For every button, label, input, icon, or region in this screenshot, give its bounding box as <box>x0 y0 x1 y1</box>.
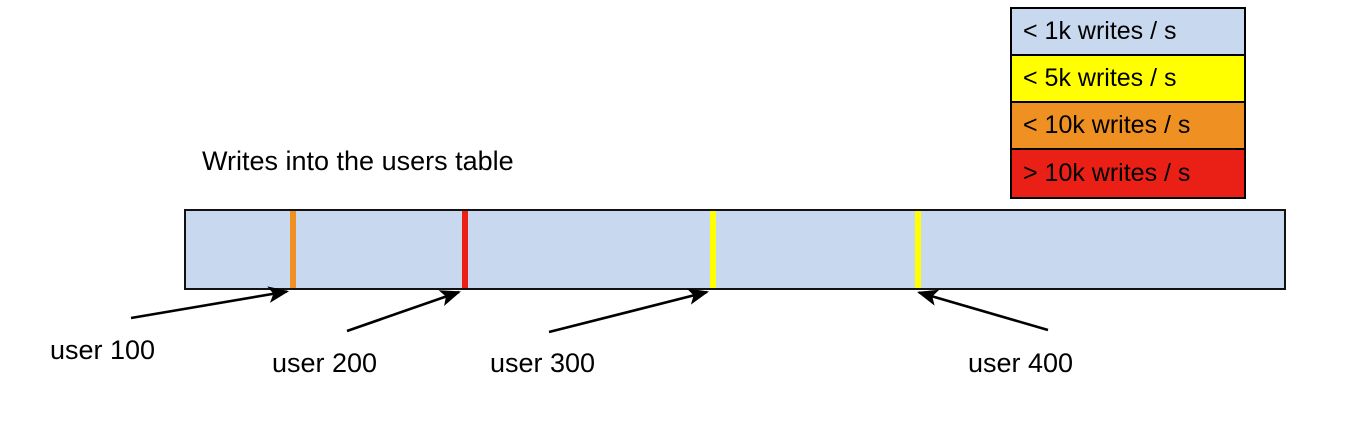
legend-label-under-10k: < 10k writes / s <box>1023 111 1191 139</box>
legend-row-over-10k: > 10k writes / s <box>1012 150 1244 197</box>
user-200-stripe <box>462 211 468 288</box>
chart-title: Writes into the users table <box>202 146 514 176</box>
callout-label-user-100: user 100 <box>50 335 156 365</box>
callout-label-user-400: user 400 <box>968 348 1074 378</box>
arrow-user-100 <box>130 286 290 320</box>
users-table-bar <box>184 209 1286 290</box>
arrow-user-300 <box>548 288 710 334</box>
arrow-user-400 <box>917 289 1049 332</box>
legend-label-under-5k: < 5k writes / s <box>1023 64 1177 92</box>
legend: < 1k writes / s < 5k writes / s < 10k wr… <box>1010 7 1246 199</box>
legend-label-over-10k: > 10k writes / s <box>1023 159 1191 187</box>
user-100-stripe <box>290 211 296 288</box>
user-400-stripe <box>915 211 921 288</box>
callout-label-user-200: user 200 <box>272 348 378 378</box>
legend-row-under-10k: < 10k writes / s <box>1012 103 1244 150</box>
arrow-user-200 <box>346 290 461 333</box>
legend-label-under-1k: < 1k writes / s <box>1023 17 1177 45</box>
legend-row-under-1k: < 1k writes / s <box>1012 9 1244 56</box>
user-300-stripe <box>710 211 716 288</box>
callout-label-user-300: user 300 <box>490 348 596 378</box>
legend-row-under-5k: < 5k writes / s <box>1012 56 1244 103</box>
